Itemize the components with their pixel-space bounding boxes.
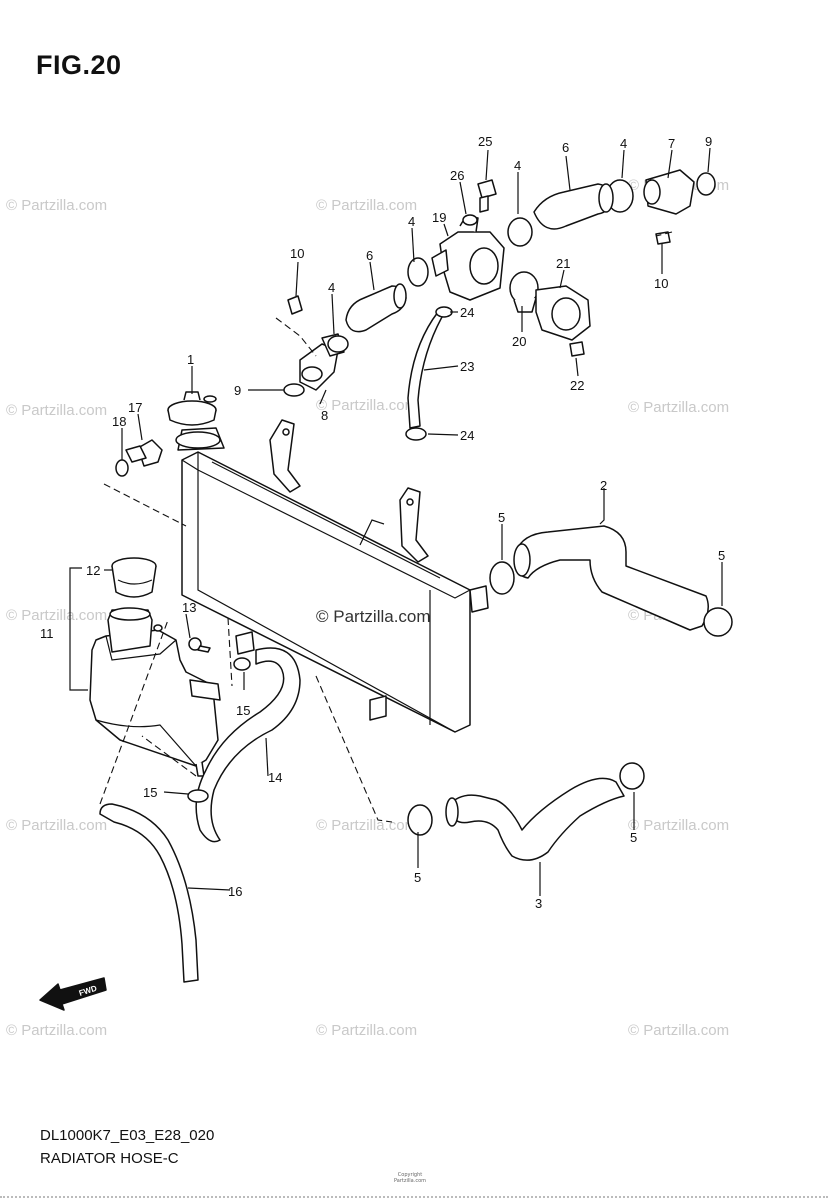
callout: 7 [668, 136, 675, 151]
callout-labels: 1 2 3 4 4 4 4 5 5 5 5 6 6 7 8 9 9 10 10 … [40, 134, 725, 911]
figure-title: FIG.20 [36, 50, 122, 80]
copyright-line: Partzilla.com [394, 1178, 426, 1184]
callout: 24 [460, 428, 474, 443]
watermark-text: © Partzilla.com [6, 197, 107, 214]
callout: 18 [112, 414, 126, 429]
callout: 9 [234, 383, 241, 398]
radiator-cap [167, 391, 217, 426]
callout: 21 [556, 256, 570, 271]
hose-clamp-15 [187, 657, 251, 803]
copyright-line: Copyright [397, 1172, 423, 1178]
callout-bracket-11 [69, 567, 88, 691]
callout: 3 [535, 896, 542, 911]
thermostat-cover [535, 285, 591, 341]
callout: 5 [414, 870, 421, 885]
watermark-text: © Partzilla.com [6, 1022, 107, 1039]
callout: 14 [268, 770, 282, 785]
callout: 12 [86, 563, 100, 578]
callout: 10 [654, 276, 668, 291]
callout: 16 [228, 884, 242, 899]
o-ring-9 [283, 172, 716, 397]
watermark-text: © Partzilla.com [6, 607, 107, 624]
callout: 1 [187, 352, 194, 367]
callout: 4 [514, 158, 521, 173]
callout: 26 [450, 168, 464, 183]
hose-joint-7 [643, 169, 695, 215]
watermark-text: © Partzilla.com [628, 399, 729, 416]
callout: 23 [460, 359, 474, 374]
copyright-note: Copyright Partzilla.com [340, 1172, 480, 1184]
hose-clamp-24 [405, 306, 453, 441]
thermostat-housing [431, 215, 505, 301]
reservoir-tank [89, 607, 221, 777]
radiator-hose-2 [513, 525, 709, 631]
upper-hose-6-right [533, 183, 614, 230]
temperature-sensor [462, 179, 497, 226]
callout: 4 [620, 136, 627, 151]
callout: 15 [236, 703, 250, 718]
watermark-text: © Partzilla.com [628, 1022, 729, 1039]
reservoir-cap [111, 557, 157, 598]
watermark-text: © Partzilla.com [628, 817, 729, 834]
watermark-text: © Partzilla.com [316, 817, 417, 834]
thermostat [509, 271, 539, 313]
bolt-22 [569, 341, 585, 357]
drain-bolt-assembly [115, 439, 163, 477]
assembly-guide-lines [99, 231, 673, 823]
diagram-name: RADIATOR HOSE-C [40, 1150, 179, 1167]
callout: 4 [408, 214, 415, 229]
bypass-hose-23 [407, 309, 447, 429]
diagram-code: DL1000K7_E03_E28_020 [40, 1127, 215, 1144]
page-border [0, 1194, 828, 1198]
callout: 19 [432, 210, 446, 225]
fwd-arrow-icon: FWD [39, 977, 107, 1011]
watermark-layer: © Partzilla.com © Partzilla.com © Partzi… [6, 177, 729, 1039]
callout: 5 [718, 548, 725, 563]
callout: 2 [600, 478, 607, 493]
callout: 4 [328, 280, 335, 295]
radiator-core [175, 419, 489, 733]
callout: 22 [570, 378, 584, 393]
overflow-hose [195, 647, 301, 843]
callout: 11 [40, 626, 54, 641]
callout: 8 [321, 408, 328, 423]
center-watermark: © Partzilla.com [316, 607, 431, 626]
radiator-hose-3 [445, 777, 625, 861]
callout: 6 [562, 140, 569, 155]
upper-hose-6-left [345, 283, 407, 333]
callout: 15 [143, 785, 157, 800]
callout: 10 [290, 246, 304, 261]
watermark-text: © Partzilla.com [6, 402, 107, 419]
reservoir-bolt [188, 637, 211, 653]
watermark-text: © Partzilla.com [316, 1022, 417, 1039]
watermark-text: © Partzilla.com [316, 397, 417, 414]
watermark-text: © Partzilla.com [316, 197, 417, 214]
leader-lines [104, 147, 723, 896]
callout: 20 [512, 334, 526, 349]
callout: 5 [498, 510, 505, 525]
reservoir-breather-hose [99, 803, 199, 983]
callout: 9 [705, 134, 712, 149]
hose-clamp-4 [327, 179, 634, 353]
callout: 5 [630, 830, 637, 845]
hose-clamp-5 [407, 561, 733, 836]
watermark-text: © Partzilla.com [6, 817, 107, 834]
callout: 17 [128, 400, 142, 415]
callout: 6 [366, 248, 373, 263]
callout: 25 [478, 134, 492, 149]
callout: 24 [460, 305, 474, 320]
callout: 13 [182, 600, 196, 615]
